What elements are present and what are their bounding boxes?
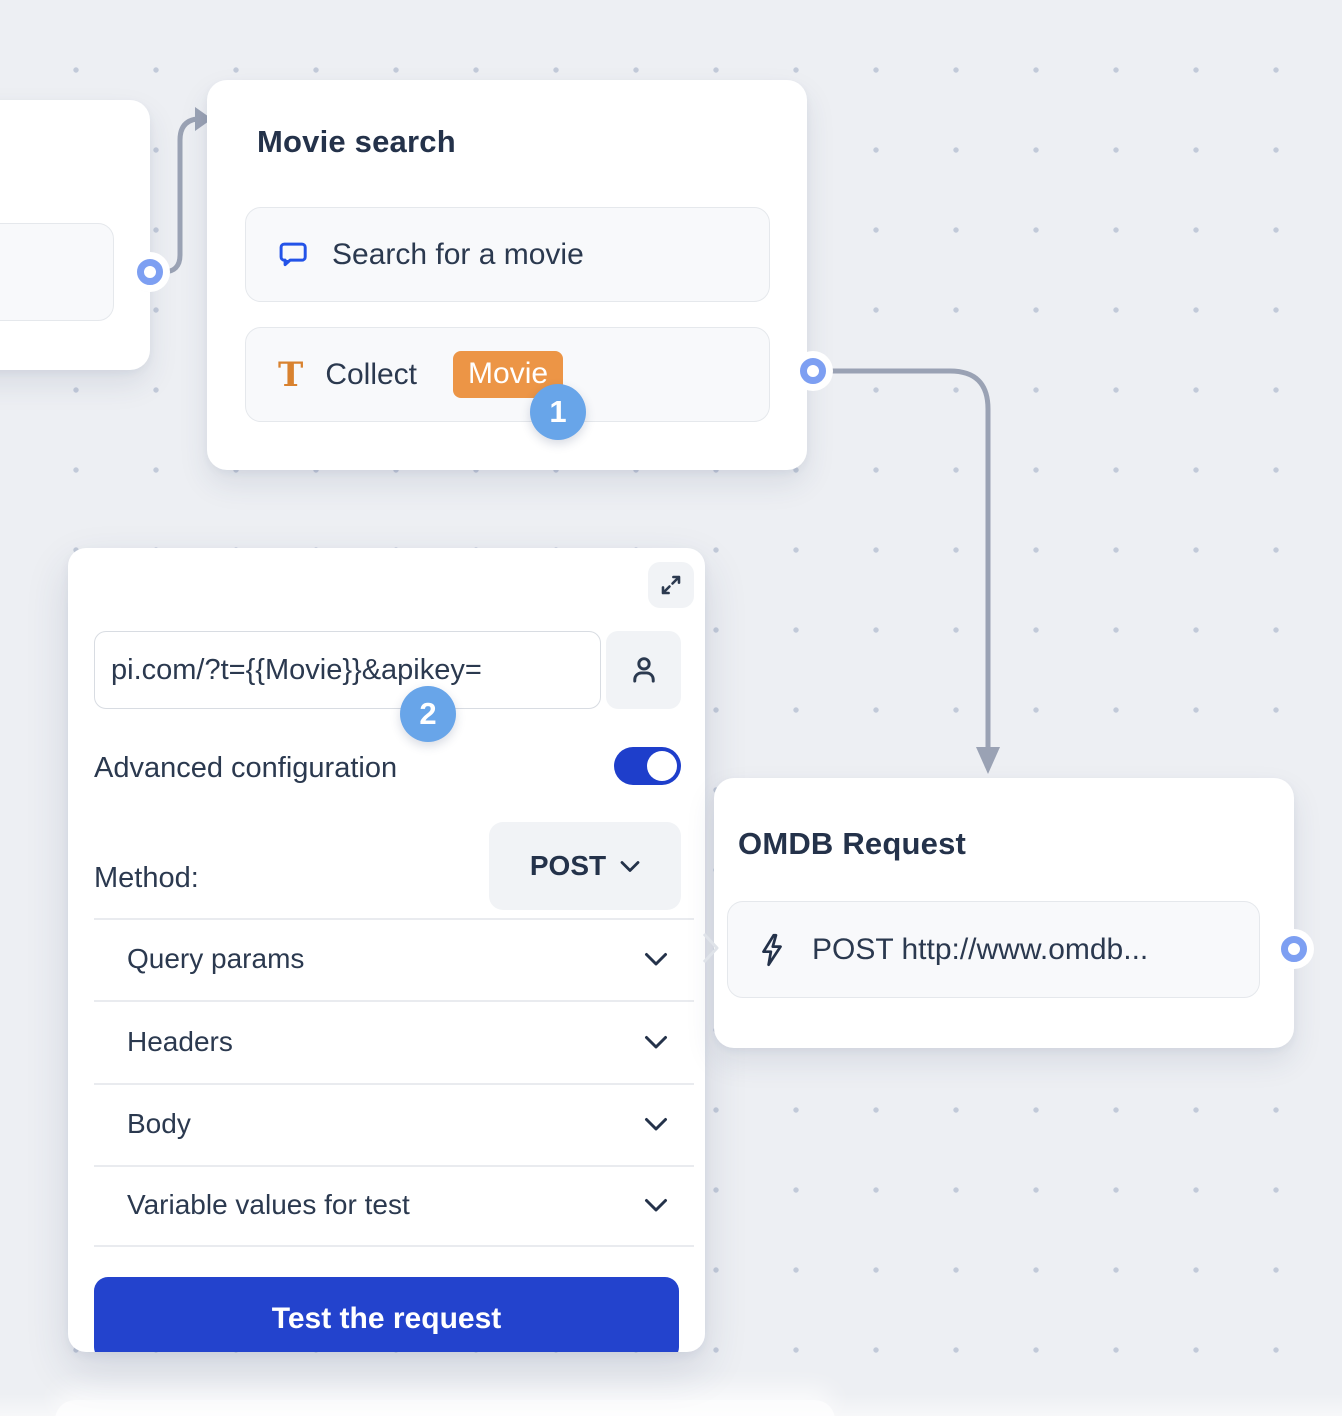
method-dropdown[interactable]: POST [489, 822, 681, 910]
toggle-knob [647, 751, 677, 781]
chevron-down-icon [620, 860, 640, 873]
node-title: Movie search [257, 124, 456, 159]
step-webhook-request[interactable]: POST http://www.omdb... [727, 901, 1260, 998]
lightning-icon [758, 933, 786, 967]
tutorial-step-2-badge: 2 [400, 686, 456, 742]
section-query-params[interactable]: Query params [94, 939, 694, 979]
chat-bubble-icon [278, 239, 310, 271]
divider [94, 1165, 694, 1167]
method-value: POST [529, 850, 607, 881]
node-step-partial[interactable] [0, 223, 114, 321]
step-send-message[interactable]: Search for a movie [245, 207, 770, 302]
divider [94, 1245, 694, 1247]
section-label: Body [127, 1108, 191, 1139]
step-label: Search for a movie [332, 237, 584, 271]
output-port-movie-search[interactable] [800, 358, 826, 384]
advanced-configuration-label: Advanced configuration [94, 752, 398, 784]
tutorial-step-1-badge: 1 [530, 384, 586, 440]
output-port-omdb[interactable] [1281, 936, 1307, 962]
expand-button[interactable] [648, 562, 694, 608]
chevron-down-icon [644, 1117, 668, 1132]
step-collect-variable[interactable]: T Collect Movie [245, 327, 770, 422]
section-label: Variable values for test [127, 1189, 410, 1220]
connector-into-movie-search [149, 116, 202, 275]
node-omdb-request[interactable]: OMDB Request POST http://www.omdb... [714, 778, 1294, 1048]
divider [94, 1000, 694, 1002]
section-label: Headers [127, 1026, 233, 1057]
step-label: Collect [325, 357, 418, 391]
section-body[interactable]: Body [94, 1104, 694, 1144]
step-label: POST http://www.omdb... [812, 932, 1149, 966]
connector-movie-to-omdb [819, 368, 991, 751]
output-port-welcome[interactable] [137, 259, 163, 285]
arrowhead-into-omdb [976, 747, 1000, 774]
variable-insert-button[interactable] [606, 631, 681, 709]
webhook-config-panel: Advanced configuration Method: POST Quer… [68, 548, 705, 1352]
divider [94, 918, 694, 920]
text-type-icon: T [278, 354, 304, 395]
chevron-down-icon [644, 1035, 668, 1050]
url-input[interactable] [94, 631, 601, 709]
test-request-button[interactable]: Test the request [94, 1277, 679, 1352]
welcome-node-partial[interactable] [0, 100, 150, 370]
offscreen-node-edge [55, 1400, 835, 1416]
node-title: OMDB Request [738, 826, 967, 861]
person-icon [628, 654, 660, 686]
advanced-configuration-toggle[interactable] [614, 747, 681, 785]
chevron-down-icon [644, 1198, 668, 1213]
section-variable-values[interactable]: Variable values for test [94, 1185, 694, 1225]
node-movie-search[interactable]: Movie search Search for a movie T Collec… [207, 80, 807, 470]
divider [94, 1083, 694, 1085]
section-headers[interactable]: Headers [94, 1022, 694, 1062]
expand-icon [659, 573, 683, 597]
section-label: Query params [127, 943, 305, 974]
chevron-down-icon [644, 952, 668, 967]
method-label: Method: [94, 862, 199, 894]
